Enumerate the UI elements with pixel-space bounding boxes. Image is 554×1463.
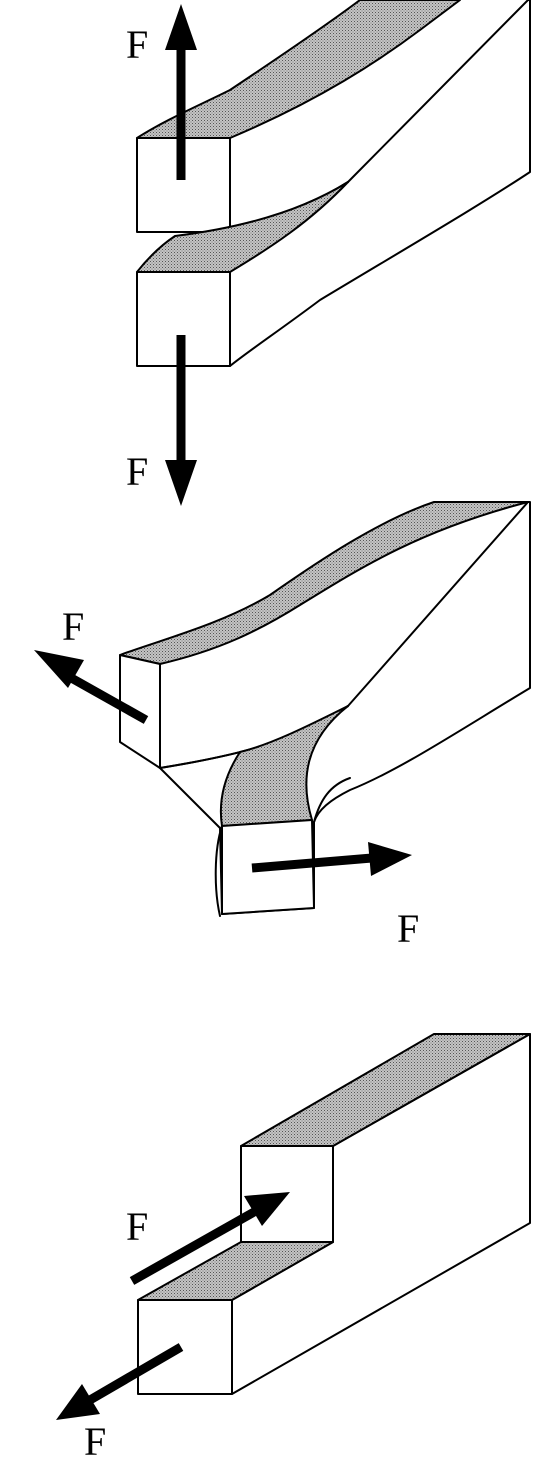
mode-3-top-force-label: F xyxy=(126,1204,148,1249)
mode-2-upper-top-face xyxy=(119,501,529,665)
mode-1-force-up-arrow xyxy=(165,4,197,180)
mode-2-crack-curve xyxy=(313,777,351,823)
mode-1-lower-top-face xyxy=(136,181,349,273)
mode-1-bottom-force-label: F xyxy=(126,449,148,494)
mode-3-force-in-arrow xyxy=(129,1192,290,1285)
mode-3-tearing: F F xyxy=(56,1033,531,1463)
mode-2-force-right-arrow xyxy=(251,842,412,876)
mode-3-bottom-force-label: F xyxy=(84,1419,106,1463)
mode-2-top-force-label: F xyxy=(62,604,84,649)
mode-2-lower-top-face xyxy=(219,705,349,827)
mode-2-bottom-force-label: F xyxy=(397,906,419,951)
mode-3-force-out-arrow xyxy=(56,1343,184,1420)
mode-2-force-left-arrow xyxy=(34,650,149,724)
mode-2-lower-side-edge xyxy=(214,825,223,917)
mode-2-sliding: F F xyxy=(34,501,531,951)
mode-1-force-down-arrow xyxy=(165,335,197,506)
mode-1-top-force-label: F xyxy=(126,22,148,67)
mode-3-lower-front-face xyxy=(137,1299,233,1395)
mode-1-upper-top-face xyxy=(136,0,461,139)
mode-1-opening: F F xyxy=(126,0,531,506)
